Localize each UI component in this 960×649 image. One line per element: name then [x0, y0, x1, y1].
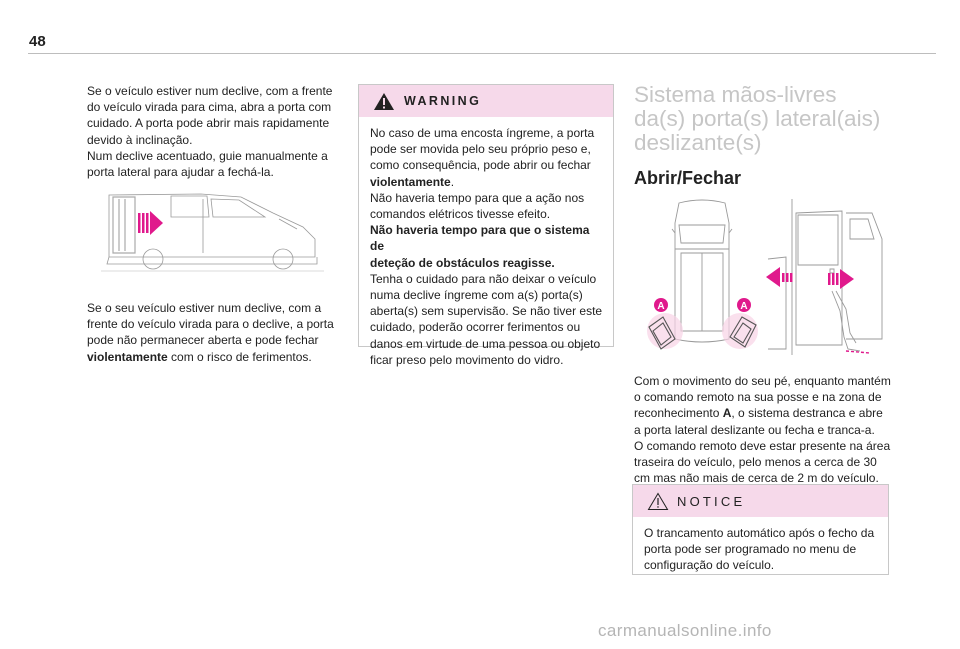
- column-3-text: Com o movimento do seu pé, enquanto mant…: [634, 373, 892, 486]
- handsfree-paragraph: Com o movimento do seu pé, enquanto mant…: [634, 374, 891, 486]
- watermark-link[interactable]: carmanualsonline.info: [598, 621, 772, 640]
- page-number: 48: [29, 33, 46, 50]
- notice-box: NOTICE O trancamento automático após o f…: [632, 484, 889, 575]
- notice-title: NOTICE: [677, 494, 746, 509]
- notice-text: O trancamento automático após o fecho da…: [644, 526, 875, 573]
- warning-triangle-icon: [374, 93, 394, 110]
- zone-a-right-label: A: [740, 301, 747, 312]
- column-1: Se o veículo estiver num declive, com a …: [87, 83, 335, 364]
- warning-title: WARNING: [404, 94, 482, 108]
- foot-gesture-illustration: [766, 199, 883, 355]
- subsection-heading: Abrir/Fechar: [634, 168, 742, 188]
- slope-paragraph-2: Se o seu veículo estiver num declive, co…: [87, 301, 334, 364]
- notice-header: NOTICE: [633, 485, 888, 517]
- van-top-view-illustration: A A: [647, 199, 758, 350]
- slope-paragraph-1: Se o veículo estiver num declive, com a …: [87, 84, 333, 180]
- warning-text: No caso de uma encosta íngreme, a porta …: [370, 126, 603, 367]
- section-heading: Sistema mãos-livres da(s) porta(s) later…: [634, 82, 881, 155]
- notice-triangle-icon: [647, 492, 669, 510]
- warning-box: WARNING No caso de uma encosta íngreme, …: [358, 84, 614, 367]
- warning-header: WARNING: [359, 85, 613, 117]
- top-divider: [28, 53, 936, 54]
- van-side-door-illustration: [101, 193, 324, 272]
- zone-a-left-label: A: [657, 301, 664, 312]
